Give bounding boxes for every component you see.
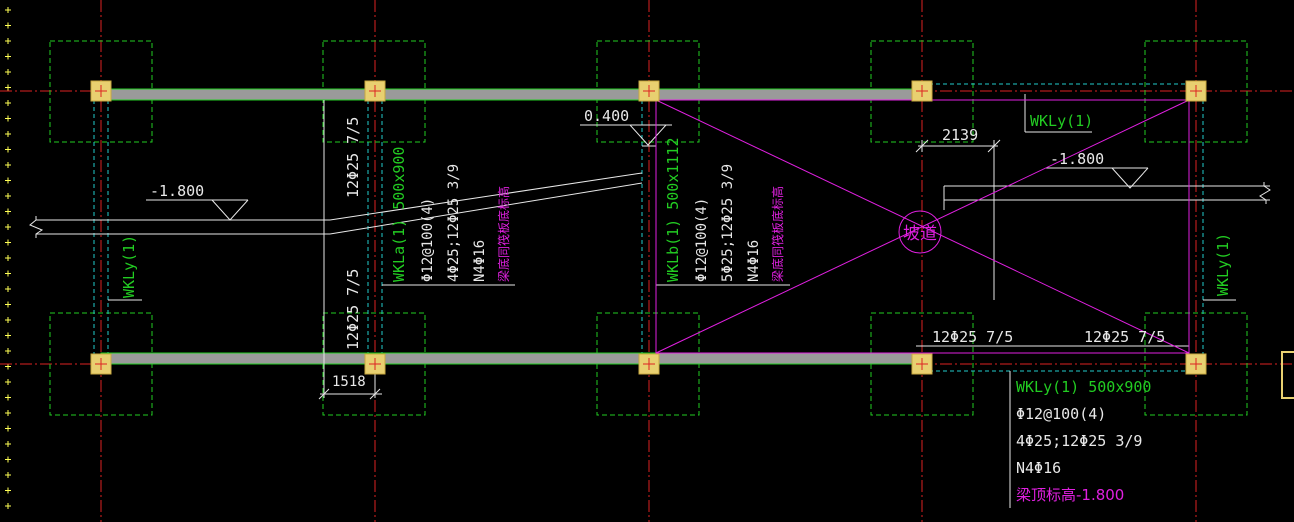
ruler-tick: [5, 84, 11, 91]
ruler-tick: [5, 7, 11, 13]
ramp-label-circle: [898, 210, 942, 254]
break-mark-left: [29, 216, 44, 238]
dim-1518-tick-b: [369, 388, 381, 400]
beam-b-note: 梁底同筏板底标高: [770, 186, 785, 282]
ruler-tick: [5, 487, 11, 494]
ruler-tick: [5, 193, 11, 199]
beam-a-side: N4Φ16: [472, 240, 488, 282]
ruler-tick: [5, 224, 11, 230]
rebar-bottom-left: 12Φ25 7/5: [932, 328, 1013, 346]
ruler-tick: [5, 301, 11, 308]
column-2-2: [364, 353, 386, 375]
beam-y-bottom-name: WKLy(1) 500x900: [1016, 378, 1151, 396]
ruler-tick: [5, 38, 11, 44]
beam-y-right-label: WKLy(1): [1214, 233, 1232, 296]
beam-y-bottom-side: N4Φ16: [1016, 459, 1061, 477]
ruler-tick: [5, 472, 11, 478]
section-slope-1: [329, 172, 643, 221]
column-1-1: [90, 80, 112, 102]
elev-triangle-mid: [629, 124, 667, 146]
beam-y-bottom-bars: 4Φ25;12Φ25 3/9: [1016, 432, 1142, 450]
column-2-1: [90, 353, 112, 375]
beam-a-note: 梁底同筏板底标高: [496, 186, 511, 282]
ramp-label: 坡道: [903, 224, 937, 244]
ruler-tick: [5, 239, 11, 246]
dim-1518-tick-a: [318, 388, 330, 400]
ruler-tick: [5, 286, 11, 292]
dim-2139-tick-a: [915, 139, 929, 153]
elevation-left-text: -1.800: [150, 182, 204, 200]
ruler-tick: [5, 270, 11, 277]
ruler-tick: [5, 115, 11, 122]
annotations: -1.800 0.400 -1.800 2139 1518 12Φ25 7/5 …: [120, 107, 1232, 504]
column-1-2: [364, 80, 386, 102]
right-edge-tab[interactable]: [1281, 351, 1294, 399]
dimension-1518: 1518: [332, 374, 366, 390]
elevation-middle-text: 0.400: [584, 107, 629, 125]
beam-a-bars: 4Φ25;12Φ25 3/9: [446, 164, 462, 282]
elev-triangle-left: [211, 199, 249, 221]
ruler-tick: [5, 394, 11, 401]
ruler-tick: [5, 208, 11, 215]
beam-top: [100, 88, 923, 101]
footing-5-top: [1144, 40, 1248, 143]
ruler-tick: [5, 410, 11, 416]
ruler-tick: [5, 22, 11, 29]
beam-b-stirrup: Φ12@100(4): [694, 198, 710, 282]
column-2-5: [1185, 353, 1207, 375]
rebar-bottom-right: 12Φ25 7/5: [1084, 328, 1165, 346]
dimension-2139: 2139: [942, 126, 978, 144]
ruler-tick: [5, 503, 11, 509]
ruler-tick: [5, 441, 11, 447]
annotation-linework: [29, 94, 1271, 508]
elevation-right-text: -1.800: [1050, 150, 1104, 168]
ruler-tick: [5, 456, 11, 463]
elev-triangle-right: [1111, 167, 1149, 189]
beam-y-bottom-stirrup: Φ12@100(4): [1016, 405, 1106, 423]
ruler-tick: [5, 177, 11, 184]
beam-b-name: WKLb(1) 500x1112: [664, 138, 682, 283]
rebar-left-lower: 12Φ25 7/5: [344, 269, 362, 350]
ramp-diagonal-2: [655, 99, 1190, 354]
ruler-tick: [5, 332, 11, 339]
beam-y-left-label: WKLy(1): [120, 235, 138, 298]
ruler-tick: [5, 379, 11, 385]
columns: [90, 80, 1207, 375]
horizontal-beams: [100, 88, 923, 365]
ruler-tick: [5, 131, 11, 137]
ruler-tick: [5, 100, 11, 106]
section-slope-2: [329, 182, 643, 235]
column-2-3: [638, 353, 660, 375]
column-1-5: [1185, 80, 1207, 102]
ruler-tick: [5, 53, 11, 60]
ruler-tick: [5, 425, 11, 432]
left-ruler: [5, 7, 11, 509]
dim-2139-tick-b: [987, 139, 1001, 153]
ruler-tick: [5, 146, 11, 153]
break-mark-right: [1259, 182, 1271, 204]
column-2-4: [911, 353, 933, 375]
ruler-tick: [5, 69, 11, 75]
beam-y-bottom-elevation: 梁顶标高-1.800: [1016, 486, 1124, 504]
column-1-3: [638, 80, 660, 102]
column-1-4: [911, 80, 933, 102]
beam-a-name: WKLa(1) 500x900: [390, 147, 408, 282]
beam-b-bars: 5Φ25;12Φ25 3/9: [720, 164, 736, 282]
ruler-tick: [5, 162, 11, 168]
beam-b-side: N4Φ16: [746, 240, 762, 282]
ruler-tick: [5, 348, 11, 354]
ruler-tick: [5, 317, 11, 323]
rebar-left-upper: 12Φ25 7/5: [344, 117, 362, 198]
ruler-tick: [5, 255, 11, 261]
beam-a-stirrup: Φ12@100(4): [420, 198, 436, 282]
footing-5-bottom: [1144, 312, 1248, 416]
beam-y-top-right-label: WKLy(1): [1030, 112, 1093, 130]
beam-bottom: [100, 352, 923, 365]
